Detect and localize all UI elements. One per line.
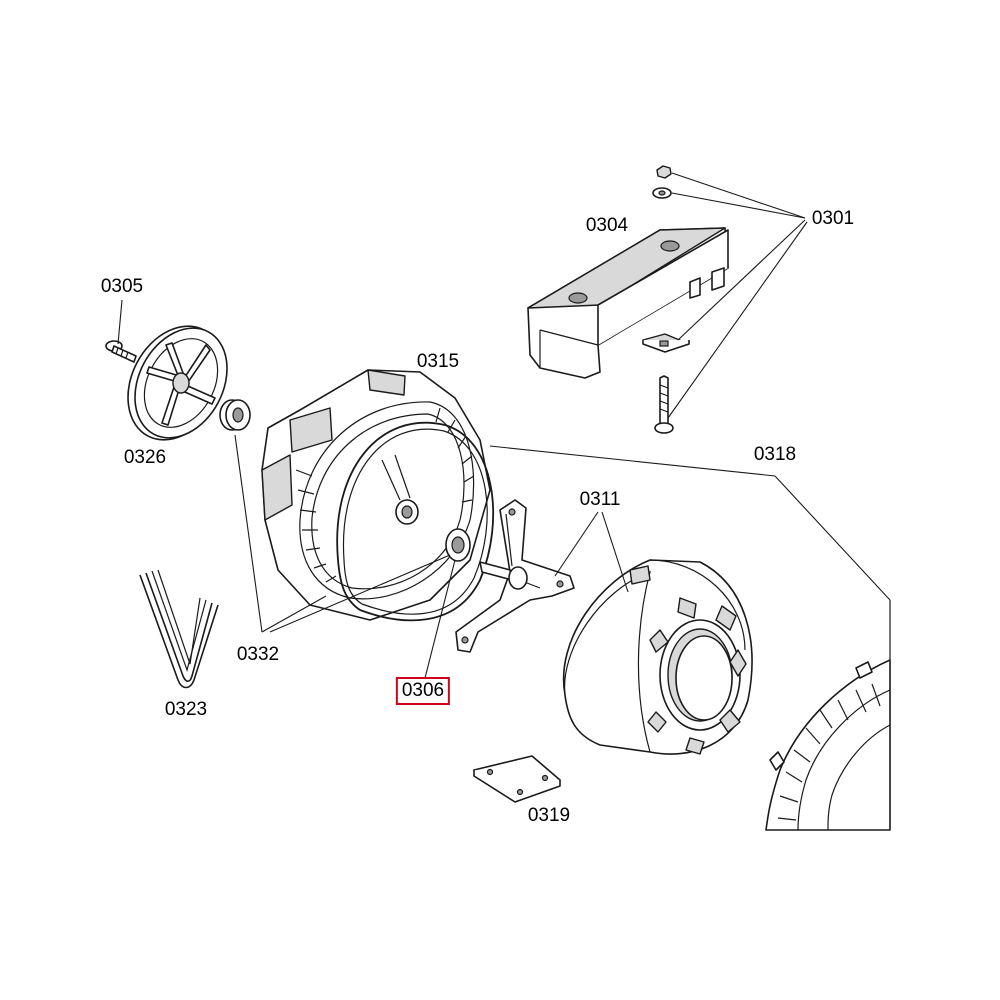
part-0323-belt[interactable] xyxy=(139,569,219,689)
callout-0304[interactable]: 0304 xyxy=(585,215,629,236)
callout-0332[interactable]: 0332 xyxy=(236,644,280,665)
part-0332-seal[interactable] xyxy=(445,528,471,562)
part-0332-bearing[interactable] xyxy=(219,399,251,431)
part-0305-screw[interactable] xyxy=(105,340,137,363)
part-0326-pulley[interactable] xyxy=(109,309,245,456)
part-0315-rear-tub[interactable] xyxy=(261,369,491,621)
part-0301-fasteners[interactable] xyxy=(642,165,690,434)
callout-0318[interactable]: 0318 xyxy=(753,444,797,465)
callout-0323[interactable]: 0323 xyxy=(164,699,208,720)
callout-0301[interactable]: 0301 xyxy=(811,208,855,229)
part-0319-bracket[interactable] xyxy=(473,755,561,803)
part-0311-spider-flange[interactable] xyxy=(455,499,575,653)
callout-0326[interactable]: 0326 xyxy=(123,447,167,468)
part-0304-counterweight[interactable] xyxy=(527,227,729,379)
part-0306-gasket[interactable] xyxy=(336,421,495,622)
callout-0305[interactable]: 0305 xyxy=(100,276,144,297)
callout-0315[interactable]: 0315 xyxy=(416,351,460,372)
callout-0306-highlighted[interactable]: 0306 xyxy=(395,677,451,705)
callout-0319[interactable]: 0319 xyxy=(527,805,571,826)
leader-lines xyxy=(117,172,891,679)
part-0311-drum[interactable] xyxy=(562,559,753,755)
part-0318-front-tub[interactable] xyxy=(765,600,891,831)
callout-0311[interactable]: 0311 xyxy=(579,489,621,510)
